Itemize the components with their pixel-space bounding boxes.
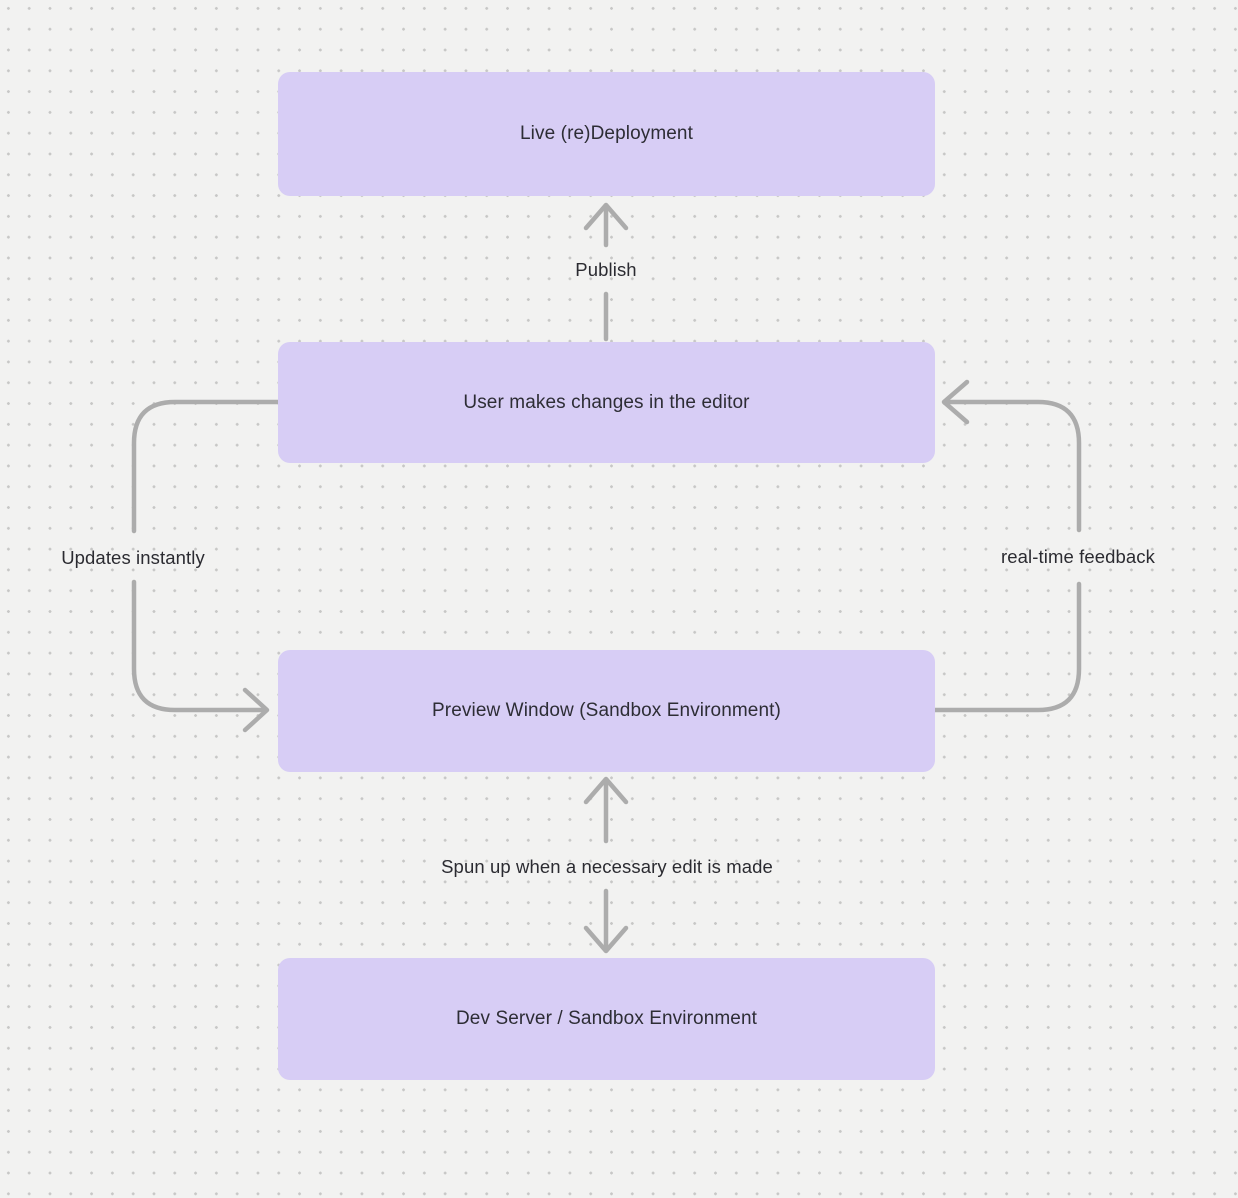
updates-path-lower xyxy=(131,579,266,713)
spun-up-arrowhead-down-icon xyxy=(583,925,629,954)
node-live-redeployment-label: Live (re)Deployment xyxy=(520,123,693,144)
edge-label-real-time-feedback: real-time feedback xyxy=(1001,546,1155,567)
updates-arrowhead-icon xyxy=(242,687,270,733)
edge-label-updates-instantly: Updates instantly xyxy=(61,547,205,568)
node-dev-server[interactable]: Dev Server / Sandbox Environment xyxy=(278,958,935,1080)
edge-label-spun-up: Spun up when a necessary edit is made xyxy=(441,856,773,877)
node-preview-window-label: Preview Window (Sandbox Environment) xyxy=(432,700,781,721)
node-user-editor-label: User makes changes in the editor xyxy=(463,391,750,413)
node-preview-window[interactable]: Preview Window (Sandbox Environment) xyxy=(278,650,935,772)
updates-path-upper xyxy=(131,399,281,534)
publish-arrowhead-icon xyxy=(583,202,629,231)
feedback-path-lower xyxy=(932,581,1082,713)
feedback-arrowhead-icon xyxy=(941,379,970,425)
node-live-redeployment[interactable]: Live (re)Deployment xyxy=(278,72,935,196)
edge-label-publish: Publish xyxy=(575,259,637,280)
feedback-path-upper xyxy=(944,399,1082,533)
spun-up-arrowhead-up-icon xyxy=(583,776,629,805)
node-user-editor[interactable]: User makes changes in the editor xyxy=(278,342,935,463)
node-dev-server-label: Dev Server / Sandbox Environment xyxy=(455,1008,757,1029)
